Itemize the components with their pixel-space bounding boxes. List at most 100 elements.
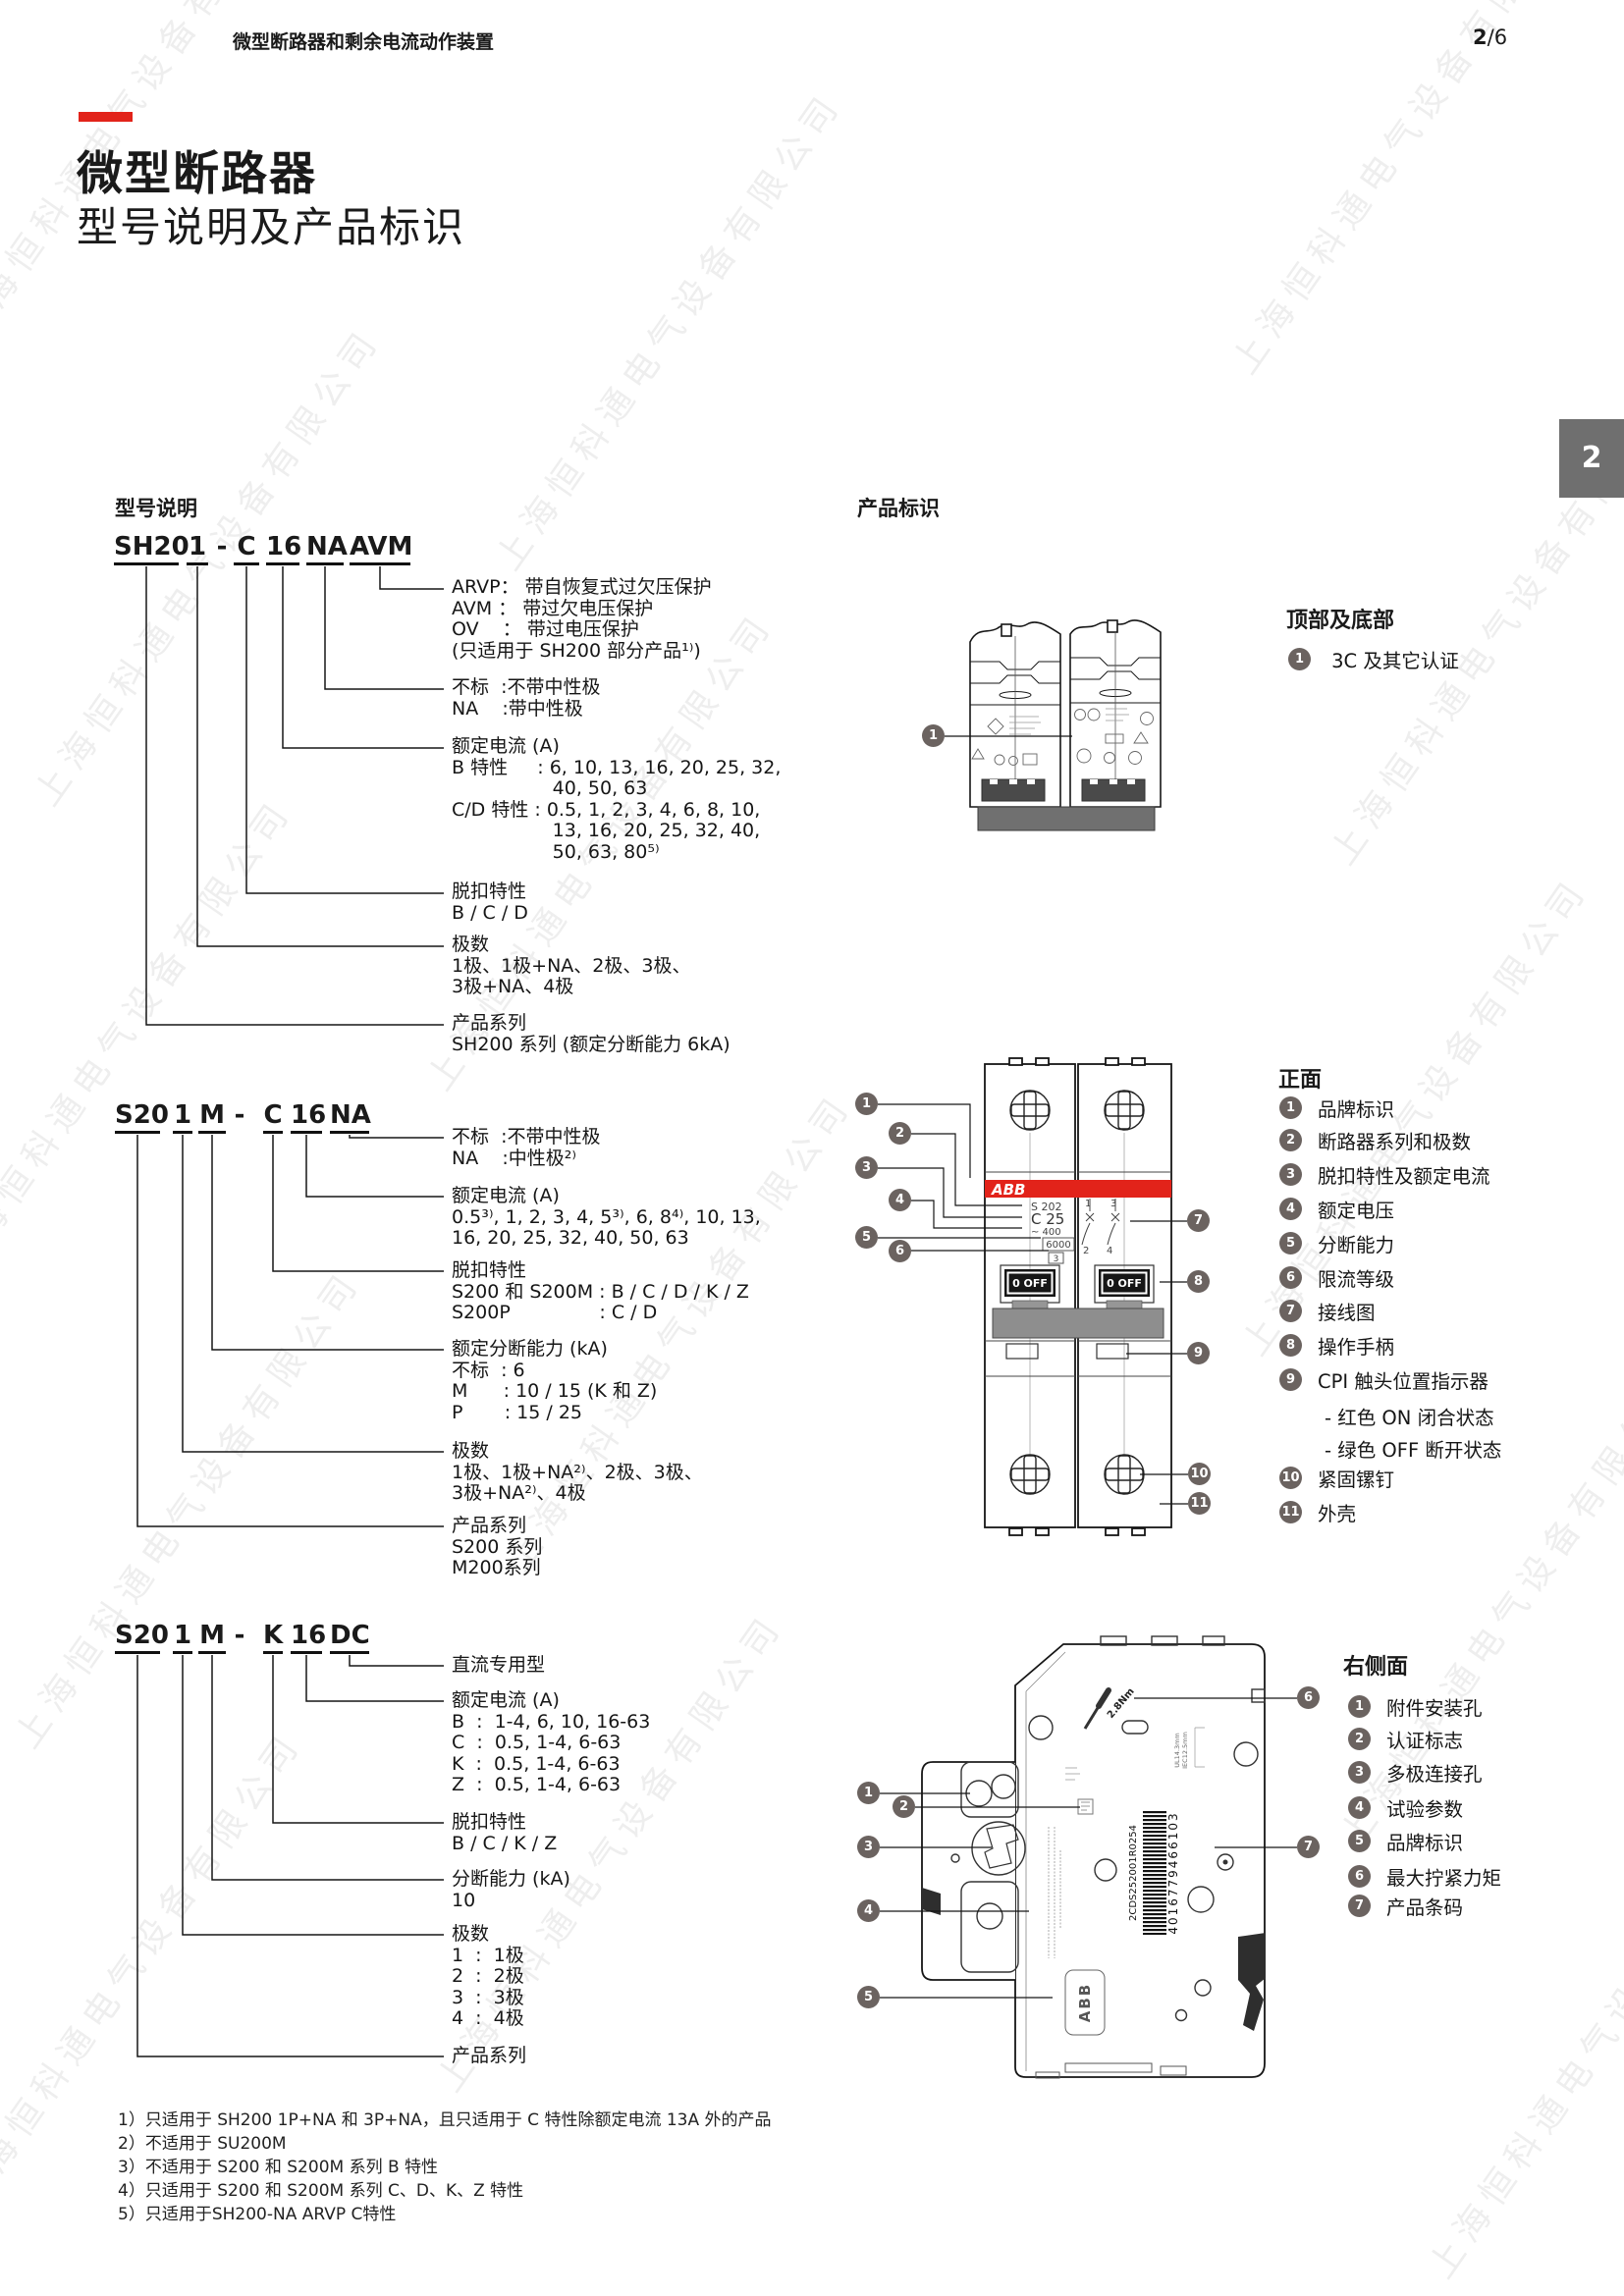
fig2-legend-text-7: 接线图 bbox=[1318, 1302, 1376, 1324]
model1-code-neutral: NA bbox=[306, 533, 348, 565]
fig2-legend-badge-7: 7 bbox=[1279, 1300, 1302, 1322]
fig2-legend-text-2: 断路器系列和极数 bbox=[1318, 1131, 1472, 1153]
pole-connection-hole bbox=[971, 1821, 1026, 1876]
fig2-callout-10: 10 bbox=[1188, 1463, 1211, 1485]
fig2-legend-badge-3: 3 bbox=[1279, 1163, 1302, 1186]
fig1-title: 顶部及底部 bbox=[1286, 609, 1395, 633]
accessory-mounting-holes bbox=[960, 1761, 1019, 1818]
svg-text:4: 4 bbox=[1107, 1246, 1112, 1256]
footnote-2: 2）不适用于 SU200M bbox=[118, 2134, 287, 2154]
model3-code-current: 16 bbox=[291, 1622, 326, 1654]
model3-label-dc-type: 直流专用型 bbox=[452, 1654, 546, 1676]
fig1-legend-item: 1 3C 及其它认证 bbox=[1288, 645, 1459, 673]
fig3-title: 右侧面 bbox=[1343, 1655, 1409, 1680]
footnote-5: 5）只适用于SH200-NA ARVP C特性 bbox=[118, 2205, 397, 2224]
side-brand-logo: ABB bbox=[1076, 1983, 1094, 2022]
page-number: 2/6 bbox=[1473, 26, 1507, 49]
model3-label-breaking: 分断能力 (kA)10 bbox=[452, 1868, 570, 1911]
voltage-marking: ~ 400 bbox=[1031, 1227, 1061, 1238]
model3-code-series: S20 bbox=[115, 1622, 169, 1654]
fig2-legend-text-4: 额定电压 bbox=[1318, 1200, 1395, 1222]
fig3-legend-text-3: 多极连接孔 bbox=[1386, 1763, 1483, 1786]
operating-handles: 0 OFF 0 OFF bbox=[1004, 1269, 1150, 1297]
fig2-legend-text-9: CPI 触头位置指示器 bbox=[1318, 1370, 1489, 1393]
clamp-range-iec: IEC12.5mm bbox=[1181, 1732, 1189, 1769]
model2-code-series: S20 bbox=[115, 1101, 169, 1134]
fig2-title: 正面 bbox=[1278, 1068, 1323, 1093]
model1-code-dash: - bbox=[216, 532, 228, 561]
model3-code-breaking: M bbox=[198, 1622, 226, 1654]
title-accent-dash bbox=[79, 112, 133, 122]
fig2-legend-text-8: 操作手柄 bbox=[1318, 1336, 1395, 1359]
figure-front-view: ABB S 202 C 25 ~ 400 6000 3 1 3 2 4 0 OF… bbox=[984, 1057, 1172, 1536]
watermark: 上海恒科通电气设备有限公司 bbox=[1224, 0, 1588, 382]
terminal-blocks bbox=[981, 778, 1146, 802]
fig2-legend-sub-red: - 红色 ON 闭合状态 bbox=[1325, 1407, 1494, 1429]
fig2-callout-1: 1 bbox=[855, 1093, 878, 1115]
footnote-3: 3）不适用于 S200 和 S200M 系列 B 特性 bbox=[118, 2158, 439, 2177]
fig3-legend-badge-1: 1 bbox=[1348, 1695, 1371, 1718]
fig2-callout-7: 7 bbox=[1187, 1209, 1210, 1232]
model2-code-poles: 1 bbox=[173, 1101, 192, 1134]
svg-text:2: 2 bbox=[1083, 1246, 1089, 1256]
model3-code-dash: - bbox=[234, 1621, 245, 1650]
fig3-legend-text-5: 品牌标识 bbox=[1386, 1832, 1464, 1854]
clamp-range-ul: UL14.3mm bbox=[1173, 1733, 1181, 1768]
svg-text:0 OFF: 0 OFF bbox=[1107, 1277, 1142, 1290]
test-parameters-block bbox=[1048, 1827, 1061, 1958]
fig2-legend-text-5: 分断能力 bbox=[1318, 1234, 1395, 1256]
series-marking: S 202 bbox=[1031, 1201, 1061, 1213]
chapter-tab: 2 bbox=[1559, 419, 1624, 498]
model2-label-rated-current: 额定电流 (A)0.5³⁾, 1, 2, 3, 4, 5³⁾, 6, 8⁴⁾, … bbox=[452, 1185, 761, 1249]
fig3-legend-badge-2: 2 bbox=[1348, 1728, 1371, 1750]
watermark: 上海恒科通电气设备有限公司 bbox=[488, 83, 851, 578]
fig2-callout-9: 9 bbox=[1187, 1342, 1210, 1364]
model2-code-current: 16 bbox=[291, 1101, 326, 1134]
model3-code-trip: K bbox=[263, 1622, 283, 1654]
cpi-windows bbox=[1005, 1343, 1129, 1360]
footnote-4: 4）只适用于 S200 和 S200M 系列 C、D、K、Z 特性 bbox=[118, 2181, 524, 2201]
fig3-callout-2: 2 bbox=[893, 1795, 915, 1818]
fig3-callout-6: 6 bbox=[1297, 1686, 1320, 1709]
fig3-legend-text-6: 最大拧紧力矩 bbox=[1386, 1867, 1502, 1890]
fig3-legend-text-2: 认证标志 bbox=[1386, 1730, 1464, 1752]
model3-label-series: 产品系列 bbox=[452, 2045, 527, 2066]
model1-code-current: 16 bbox=[266, 533, 301, 565]
product-barcode bbox=[1143, 1811, 1166, 1935]
fig2-callout-2: 2 bbox=[889, 1122, 911, 1145]
fig3-callout-7: 7 bbox=[1297, 1836, 1320, 1858]
model3-code-poles: 1 bbox=[173, 1622, 192, 1654]
fig2-legend-badge-4: 4 bbox=[1279, 1198, 1302, 1220]
fig2-callout-8: 8 bbox=[1187, 1270, 1210, 1293]
fig2-legend-badge-10: 10 bbox=[1279, 1467, 1302, 1489]
din-rail bbox=[977, 806, 1156, 831]
model3-code-dc: DC bbox=[330, 1622, 370, 1654]
watermark: 上海恒科通电气设备有限公司 bbox=[7, 1261, 370, 1756]
fig2-legend-badge-9: 9 bbox=[1279, 1368, 1302, 1391]
fig3-legend-badge-3: 3 bbox=[1348, 1761, 1371, 1784]
fig3-legend-text-4: 试验参数 bbox=[1386, 1798, 1464, 1821]
fig2-legend-badge-1: 1 bbox=[1279, 1096, 1302, 1119]
fig3-callout-4: 4 bbox=[857, 1899, 880, 1922]
fig2-legend-sub-green: - 绿色 OFF 断开状态 bbox=[1325, 1439, 1502, 1462]
fig3-legend-text-1: 附件安装孔 bbox=[1386, 1697, 1483, 1720]
fig3-callout-1: 1 bbox=[857, 1782, 880, 1804]
handle-tie-bar bbox=[992, 1308, 1164, 1339]
model1-code-suffix: AVM bbox=[350, 533, 412, 565]
model1-code-series: SH20 bbox=[114, 533, 189, 565]
model2-code-neutral: NA bbox=[330, 1101, 371, 1134]
fig2-legend-badge-5: 5 bbox=[1279, 1232, 1302, 1255]
din-clip bbox=[1238, 1933, 1266, 2031]
fig2-legend-text-3: 脱扣特性及额定电流 bbox=[1318, 1165, 1490, 1188]
